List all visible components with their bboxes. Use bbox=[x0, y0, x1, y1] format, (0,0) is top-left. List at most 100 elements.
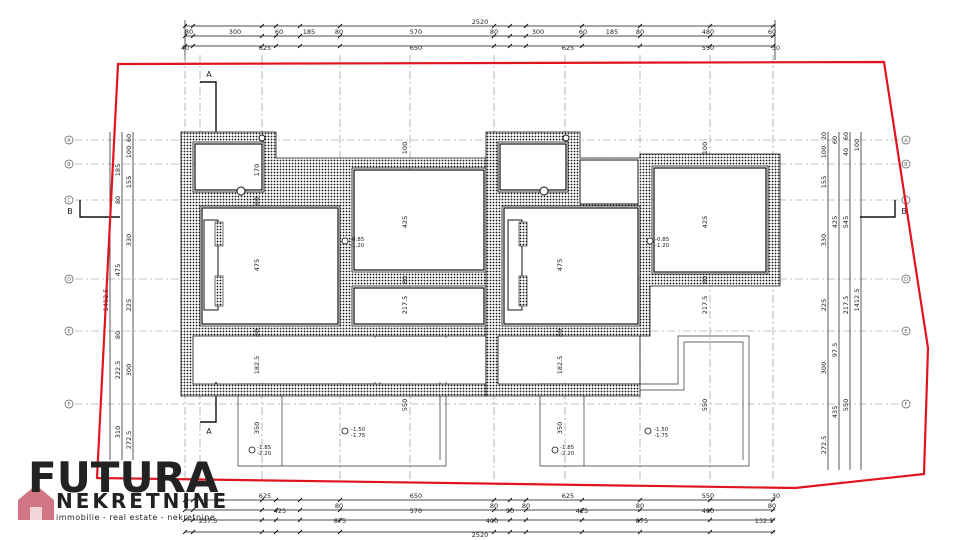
dimension-tick bbox=[273, 33, 279, 39]
bottom-dim: 132.5 bbox=[755, 517, 774, 525]
right-total-dim: 1412.5 bbox=[853, 289, 861, 312]
dimension-tick bbox=[507, 529, 513, 535]
house-unit-2: -0.85 -1.20 -1.50 -1.75 -1.85 -2.20 bbox=[485, 131, 781, 467]
dimension-tick bbox=[637, 23, 643, 29]
top-dim: 550 bbox=[702, 44, 714, 52]
dimension-tick bbox=[491, 497, 497, 503]
interior-dim: 425 bbox=[401, 216, 409, 228]
dimension-tick bbox=[491, 33, 497, 39]
level-mark: -1.85 bbox=[257, 445, 272, 451]
dimension-tick bbox=[259, 497, 265, 503]
right-dim: 100 bbox=[853, 139, 861, 151]
bottom-dim: 80 bbox=[522, 502, 530, 510]
bottom-dim: 650 bbox=[410, 492, 422, 500]
dimension-tick bbox=[707, 497, 713, 503]
terrace-outline bbox=[539, 335, 750, 467]
top-total-dim: 2520 bbox=[472, 18, 489, 26]
dimension-tick bbox=[190, 43, 196, 49]
logo-subtitle: NEKRETNINE bbox=[56, 489, 229, 513]
dimension-tick bbox=[273, 507, 279, 513]
dimension-tick bbox=[523, 517, 529, 523]
dimension-tick bbox=[637, 33, 643, 39]
logo-house-icon bbox=[18, 485, 54, 520]
right-dim: 425 bbox=[831, 216, 839, 228]
left-dim: 80 bbox=[114, 196, 122, 204]
dimension-tick bbox=[579, 43, 585, 49]
bottom-dim: 80 bbox=[335, 502, 343, 510]
bottom-dim: 625 bbox=[562, 492, 574, 500]
level-mark: -1.75 bbox=[654, 433, 669, 439]
dimension-tick bbox=[491, 23, 497, 29]
dimension-tick bbox=[337, 23, 343, 29]
right-dimensions: 20 60 100 155 425 330 225 97.5 300 435 2… bbox=[820, 132, 862, 470]
interior-dim: 217.5 bbox=[701, 296, 709, 315]
dimension-tick bbox=[491, 43, 497, 49]
house-unit-1: -0.85 -1.20 -1.50 -1.75 -1.85 -2.20 bbox=[180, 131, 499, 467]
level-mark: -2.20 bbox=[560, 451, 575, 457]
level-mark: -1.20 bbox=[655, 243, 670, 249]
dimension-tick bbox=[491, 517, 497, 523]
dimension-tick bbox=[297, 517, 303, 523]
dimension-tick bbox=[190, 33, 196, 39]
left-dim: 310 bbox=[114, 426, 122, 438]
right-dim: 217.5 bbox=[842, 296, 850, 315]
dimension-tick bbox=[491, 507, 497, 513]
dimension-tick bbox=[273, 43, 279, 49]
dimension-tick bbox=[507, 23, 513, 29]
interior-dim: 80 bbox=[253, 197, 261, 205]
dimension-tick bbox=[190, 517, 196, 523]
dimension-tick bbox=[707, 529, 713, 535]
top-dim: 80 bbox=[335, 28, 343, 36]
room-entry bbox=[499, 143, 567, 191]
dimension-tick bbox=[297, 43, 303, 49]
left-dim: 100 bbox=[125, 146, 133, 158]
room-entry bbox=[194, 143, 263, 191]
interior-dim: 60 bbox=[401, 276, 409, 284]
dimension-tick bbox=[190, 23, 196, 29]
axis-bubbles: A B C D E F A B C D E F bbox=[64, 135, 911, 409]
dimension-tick bbox=[637, 517, 643, 523]
dimension-tick bbox=[637, 529, 643, 535]
dimension-tick bbox=[190, 497, 196, 503]
interior-dim: 60 bbox=[701, 276, 709, 284]
bottom-dim: 570 bbox=[410, 507, 422, 515]
dimension-tick bbox=[337, 43, 343, 49]
dimension-tick bbox=[190, 507, 196, 513]
top-dim: 185 bbox=[606, 28, 618, 36]
level-mark: -1.75 bbox=[351, 433, 366, 439]
dimension-tick bbox=[579, 517, 585, 523]
dimension-tick bbox=[507, 507, 513, 513]
right-dim: 225 bbox=[820, 299, 828, 311]
bottom-dim: 425 bbox=[274, 507, 286, 515]
top-dim: 650 bbox=[410, 44, 422, 52]
bottom-dim: 80 bbox=[490, 502, 498, 510]
axis-label: F bbox=[68, 402, 71, 408]
wc-fixture bbox=[562, 134, 570, 142]
stair bbox=[507, 219, 523, 311]
right-dim: 435 bbox=[831, 406, 839, 418]
exterior-walls bbox=[485, 131, 781, 397]
top-dim: 625 bbox=[259, 44, 271, 52]
interior-dim: 425 bbox=[701, 216, 709, 228]
right-dim: 60 bbox=[831, 136, 839, 144]
dimension-tick bbox=[579, 529, 585, 535]
top-dim: 60 bbox=[579, 28, 587, 36]
dimension-tick bbox=[507, 43, 513, 49]
dimension-tick bbox=[337, 497, 343, 503]
dimension-tick bbox=[190, 529, 196, 535]
bottom-dim: 400 bbox=[486, 517, 498, 525]
dimension-tick bbox=[770, 517, 776, 523]
top-dim: 60 bbox=[768, 28, 776, 36]
interior-dim: 350 bbox=[253, 422, 261, 434]
dimension-tick bbox=[182, 497, 188, 503]
company-logo: FUTURA NEKRETNINE immobilie - real estat… bbox=[18, 453, 229, 522]
wc-fixture bbox=[258, 134, 266, 142]
dimension-tick bbox=[707, 33, 713, 39]
level-mark: -1.50 bbox=[351, 427, 366, 433]
right-dim: 550 bbox=[842, 399, 850, 411]
dimension-tick bbox=[523, 507, 529, 513]
right-dim: 100 bbox=[820, 146, 828, 158]
interior-dim: 350 bbox=[556, 422, 564, 434]
left-dim: 222.5 bbox=[114, 361, 122, 380]
